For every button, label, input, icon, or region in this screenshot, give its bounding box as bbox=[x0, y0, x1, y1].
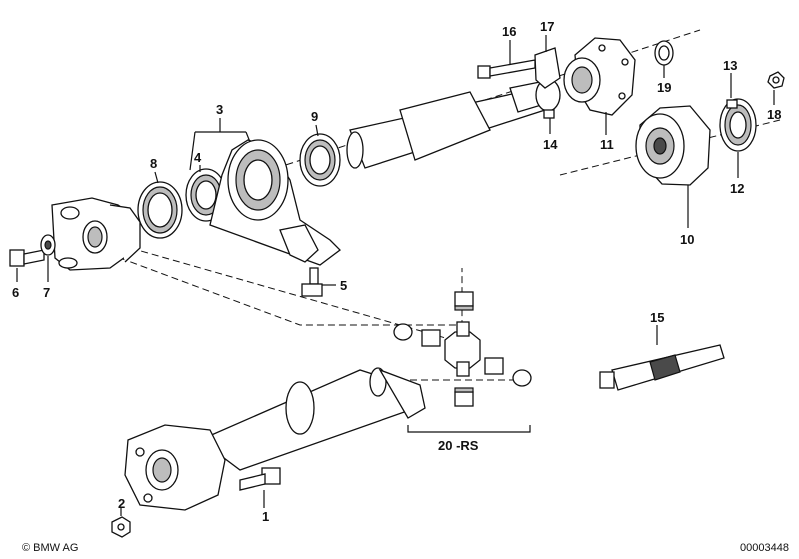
yoke-washer bbox=[40, 234, 56, 256]
center-bearing bbox=[209, 139, 341, 266]
leader-lines bbox=[16, 35, 775, 516]
seal-ring-12 bbox=[719, 98, 757, 152]
drive-flange bbox=[563, 37, 636, 116]
splined-shaft bbox=[346, 79, 559, 169]
bolt-16 bbox=[477, 59, 536, 79]
callout-5: 5 bbox=[340, 278, 347, 293]
shaft-bolt bbox=[239, 467, 281, 491]
callout-10: 10 bbox=[680, 232, 694, 247]
shaft-seal bbox=[299, 133, 341, 187]
shaft-nut bbox=[111, 516, 131, 538]
callout-12: 12 bbox=[730, 181, 744, 196]
callout-8: 8 bbox=[150, 156, 157, 171]
callout-13: 13 bbox=[723, 58, 737, 73]
flange-yoke bbox=[51, 197, 141, 271]
callout-2: 2 bbox=[118, 496, 125, 511]
seal-ring bbox=[137, 181, 183, 239]
ball-bearing bbox=[185, 168, 227, 222]
callout-20: 20 -RS bbox=[438, 438, 479, 453]
hose-clamp bbox=[535, 78, 561, 119]
callout-11: 11 bbox=[600, 137, 614, 152]
callout-17: 17 bbox=[540, 19, 554, 34]
callout-9: 9 bbox=[311, 109, 318, 124]
bearing-bolt bbox=[301, 267, 323, 297]
callout-labels: 1 2 3 4 5 6 7 8 9 10 11 12 13 14 15 16 1… bbox=[12, 19, 781, 524]
propeller-shaft bbox=[198, 367, 426, 471]
callout-4: 4 bbox=[194, 150, 202, 165]
callout-3: 3 bbox=[216, 102, 223, 117]
callout-18: 18 bbox=[767, 107, 781, 122]
centering-ring bbox=[654, 40, 674, 66]
callout-7: 7 bbox=[43, 285, 50, 300]
nut-13 bbox=[726, 99, 738, 109]
callout-14: 14 bbox=[543, 137, 558, 152]
grease-tube bbox=[599, 344, 725, 391]
flexible-coupling bbox=[635, 105, 711, 186]
rear-flange bbox=[124, 424, 226, 511]
callout-1: 1 bbox=[262, 509, 269, 524]
image-number: 00003448 bbox=[740, 542, 789, 554]
universal-joint-kit bbox=[393, 291, 532, 433]
bracket-17 bbox=[534, 47, 561, 89]
yoke-bolt bbox=[9, 249, 45, 267]
callout-15: 15 bbox=[650, 310, 664, 325]
callout-19: 19 bbox=[657, 80, 671, 95]
self-locking-nut bbox=[767, 71, 785, 89]
callout-6: 6 bbox=[12, 285, 19, 300]
callout-16: 16 bbox=[502, 24, 516, 39]
copyright-label: © BMW AG bbox=[22, 542, 78, 554]
